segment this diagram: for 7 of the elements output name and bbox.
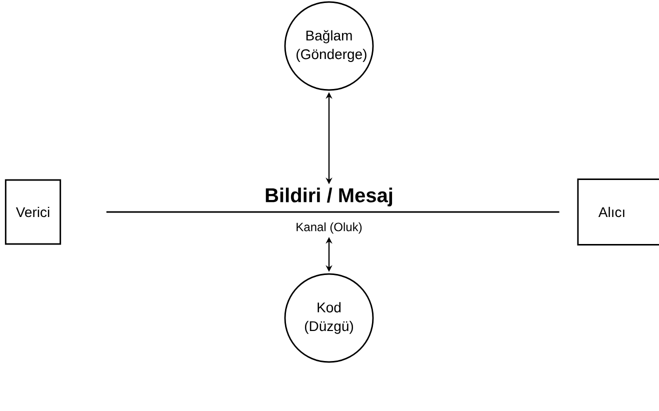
- process-box: Verici: [4, 179, 62, 245]
- connector-line: [106, 211, 560, 213]
- message-label: Bildiri / Mesaj: [266, 188, 392, 206]
- process-box: Alıcı: [577, 178, 659, 246]
- circle-node: Kod (Düzgü): [284, 273, 374, 363]
- channel-label: Kanal (Oluk): [296, 222, 362, 234]
- circle-node: Bağlam (Gönderge): [284, 1, 374, 91]
